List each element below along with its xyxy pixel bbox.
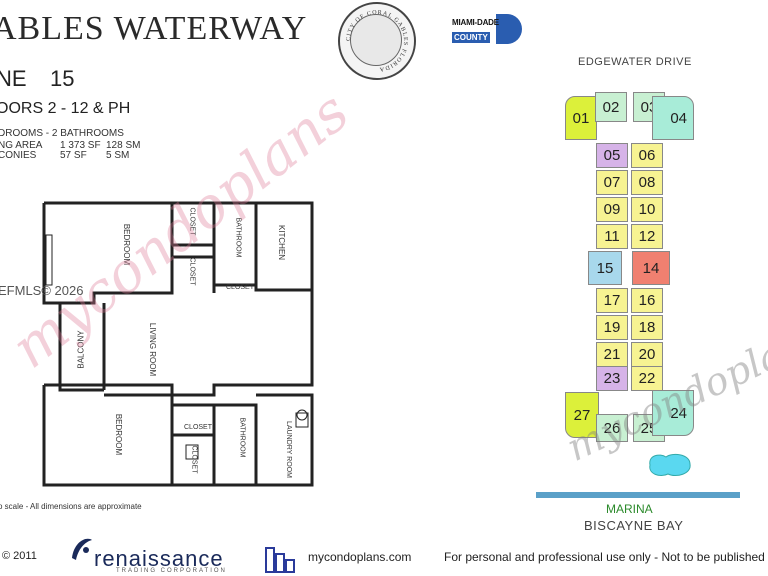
street-label: EDGEWATER DRIVE [578,56,692,68]
spec-rooms: DROOMS - 2 BATHROOMS [0,128,124,139]
pool [649,453,691,477]
county-text: COUNTY [452,32,490,43]
unit-05: 05 [596,143,628,168]
unit-09: 09 [596,197,628,222]
svg-text:CITY OF CORAL GABLES FLORIDA: CITY OF CORAL GABLES FLORIDA [346,10,408,72]
unit-17: 17 [596,288,628,313]
unit-22: 22 [631,366,663,391]
mycondoplans-logo-icon [265,547,295,573]
unit-18: 18 [631,315,663,340]
spec-balcony-sm: 5 SM [106,150,130,161]
unit-12: 12 [631,224,663,249]
unit-14: 14 [632,251,670,285]
unit-24: 24 [652,390,694,436]
company-name: renaissance [94,546,224,571]
room-kitchen: KITCHEN [277,224,287,261]
room-bedroom-2: BEDROOM [114,413,124,456]
unit-07: 07 [596,170,628,195]
site-url[interactable]: mycondoplans.com [308,550,412,564]
renaissance-logo-icon [72,538,92,560]
unit-02: 02 [595,92,627,122]
room-closet-5: CLOSET [190,445,198,474]
unit-16: 16 [631,288,663,313]
line-label: NE [0,66,27,91]
unit-11: 11 [596,224,628,249]
spec-balcony-label: CONIES [0,150,37,161]
disclaimer: For personal and professional use only -… [444,550,765,564]
unit-06: 06 [631,143,663,168]
miami-dade-text: MIAMI-DADE [452,18,499,27]
line-number: 15 [50,66,75,91]
unit-20: 20 [631,342,663,367]
room-bathroom-2: BATHROOM [238,417,246,458]
spec-balcony-sf: 57 SF [60,150,87,161]
marina-label: MARINA [606,502,653,516]
unit-26: 26 [596,414,628,442]
unit-23: 23 [596,366,628,391]
seal-emblem [350,14,402,66]
unit-10: 10 [631,197,663,222]
spec-area-sf: 1 373 SF [60,140,101,151]
room-living: LIVING ROOM [148,322,158,377]
room-closet-3: CLOSET [226,284,255,291]
unit-08: 08 [631,170,663,195]
bay-label: BISCAYNE BAY [584,518,684,533]
unit-15: 15 [588,251,622,285]
scale-note: o scale - All dimensions are approximate [0,502,142,511]
spec-area-label: NG AREA [0,140,43,151]
unit-04: 04 [652,96,694,140]
building-title: ABLES WATERWAY [0,10,308,47]
floor-plan [42,201,314,487]
unit-27: 27 [565,392,599,438]
spec-area-sm: 128 SM [106,140,141,151]
mls-copyright: EFMLS© 2026 [0,283,84,298]
company-subtitle: TRADING CORPORATION [116,568,227,574]
unit-01: 01 [565,96,597,140]
room-laundry: LAUNDRY ROOM [284,421,292,478]
unit-21: 21 [596,342,628,367]
unit-19: 19 [596,315,628,340]
marina-water [536,492,740,498]
room-closet-4: CLOSET [184,424,213,431]
miami-dade-d-shape [496,14,522,44]
seal-ring-text: CITY OF CORAL GABLES FLORIDA [346,10,408,72]
footer-copyright: © 2011 [2,550,37,562]
floors-label: OORS 2 - 12 & PH [0,100,131,117]
